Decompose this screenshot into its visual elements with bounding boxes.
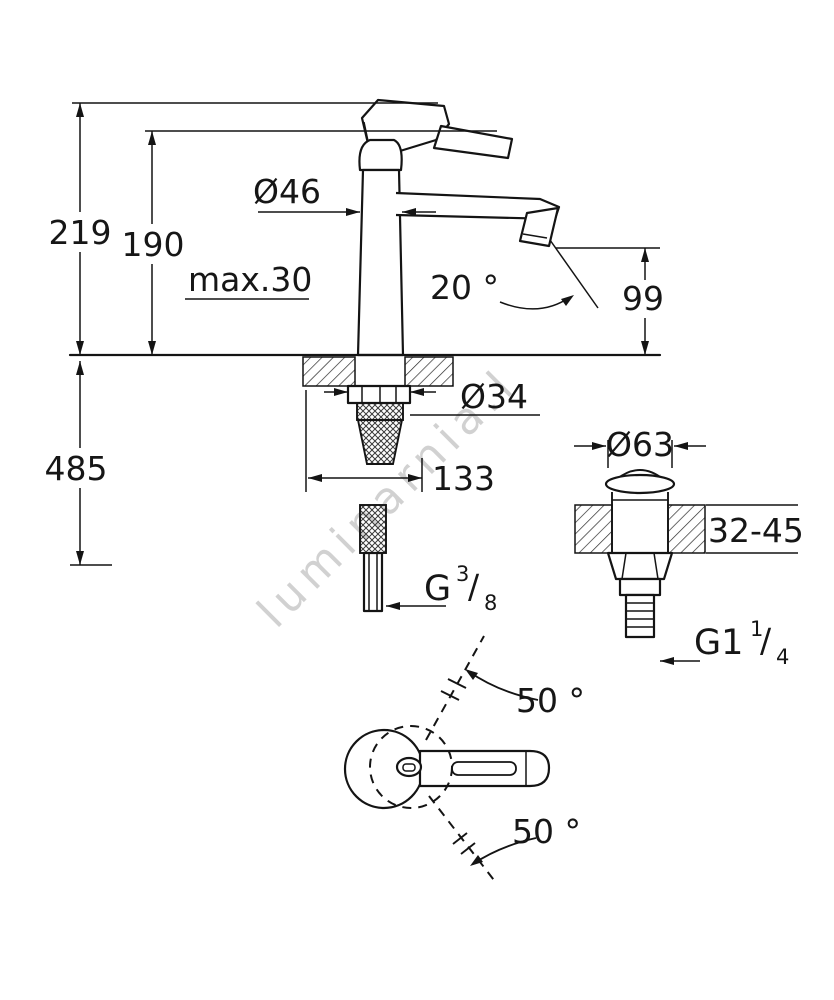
dim-projection: 133 bbox=[305, 390, 495, 498]
dim-190-label: 190 bbox=[122, 225, 185, 264]
faucet-drawing bbox=[356, 98, 561, 357]
mounting-nut bbox=[346, 384, 412, 405]
dim-hole-diameter: Ø34 bbox=[324, 377, 540, 416]
dim-485-label: 485 bbox=[45, 449, 108, 488]
dim-outlet-height: 99 bbox=[556, 247, 668, 355]
dim-133-label: 133 bbox=[432, 459, 495, 498]
angle-arrowhead bbox=[561, 295, 574, 306]
dim-50deg-up-label: 50 ° bbox=[516, 681, 585, 720]
dim-body-height: 190 bbox=[121, 130, 497, 355]
center-boss bbox=[395, 756, 423, 778]
supply-tube bbox=[362, 551, 384, 613]
tick-up bbox=[447, 678, 467, 689]
g114-slash: / bbox=[760, 621, 772, 660]
swivel-arrowhead-up bbox=[465, 669, 478, 680]
dim-32-45-label: 32-45 bbox=[708, 511, 804, 550]
deck-hatch-right bbox=[404, 356, 454, 387]
tick-down bbox=[452, 832, 468, 845]
drain-collar bbox=[618, 577, 662, 597]
dim-20deg-label: 20 ° bbox=[430, 268, 499, 307]
tick-up bbox=[440, 690, 460, 701]
g114-base: G1 bbox=[694, 623, 743, 663]
dim-total-height: 219 bbox=[48, 102, 438, 355]
swivel-envelope-circle bbox=[369, 725, 453, 809]
dim-50deg-down-label: 50 ° bbox=[512, 812, 581, 851]
dim-hose-length: 485 bbox=[44, 361, 112, 566]
supply-hose-lower bbox=[359, 504, 387, 554]
locknut-facet bbox=[653, 552, 659, 580]
dim-deck-range: 32-45 bbox=[706, 504, 804, 554]
dim-max-deck: max.30 bbox=[185, 260, 312, 300]
swivel-axis-down bbox=[428, 795, 498, 885]
drain-flange bbox=[604, 473, 676, 495]
label-mask bbox=[618, 280, 668, 318]
dim-flange-diameter: Ø63 bbox=[574, 425, 706, 468]
angle-arrow-arc bbox=[499, 296, 571, 310]
waste-thread-callout: G1 1 / 4 bbox=[660, 617, 789, 669]
g38-denominator: 8 bbox=[484, 591, 497, 615]
supply-thread-callout: G 3 / 8 bbox=[386, 562, 497, 615]
drain-deck-hatch-right bbox=[667, 504, 706, 554]
angle-reference-line bbox=[549, 239, 599, 309]
g38-base: G bbox=[424, 569, 451, 609]
center-slot bbox=[402, 763, 416, 772]
outlet-face-line bbox=[522, 233, 548, 239]
handle-plan bbox=[418, 749, 551, 788]
dim-body-diameter: Ø46 bbox=[253, 172, 436, 216]
dim-d46-label: Ø46 bbox=[253, 172, 321, 211]
dim-219-label: 219 bbox=[49, 213, 112, 252]
g114-denominator: 4 bbox=[776, 645, 789, 669]
label-mask bbox=[44, 448, 108, 488]
drain-view: Ø63 32-45 G1 1 bbox=[574, 425, 804, 669]
dim-max30-label: max.30 bbox=[188, 260, 312, 299]
drain-drawing bbox=[574, 469, 706, 639]
drain-deck-hatch-left bbox=[574, 504, 613, 554]
cartridge-housing bbox=[358, 138, 403, 172]
threaded-shank bbox=[356, 402, 404, 421]
locknut-facet bbox=[621, 552, 627, 580]
g38-slash: / bbox=[468, 567, 480, 606]
drain-locknut bbox=[606, 551, 674, 581]
tick-down bbox=[460, 842, 476, 855]
drain-tailpiece bbox=[624, 593, 656, 639]
lever-grip bbox=[432, 124, 514, 160]
dim-99-label: 99 bbox=[622, 279, 664, 318]
g38-numerator: 3 bbox=[456, 562, 469, 586]
label-mask bbox=[48, 212, 112, 252]
supply-hose-upper bbox=[356, 419, 404, 465]
swivel-axis-up bbox=[425, 635, 485, 741]
g114-numerator: 1 bbox=[750, 617, 763, 641]
deck-hatch-left bbox=[302, 356, 356, 387]
dim-d63-label: Ø63 bbox=[606, 425, 674, 464]
dim-d34-label: Ø34 bbox=[460, 377, 528, 416]
spout-arm bbox=[395, 191, 561, 221]
dim-spout-angle: 20 ° bbox=[430, 239, 599, 310]
top-view: 50 ° 50 ° bbox=[343, 635, 585, 885]
side-view: 219 190 Ø46 max.30 20 ° bbox=[44, 98, 668, 615]
swivel-arrowhead-down bbox=[470, 855, 483, 866]
counter-section bbox=[68, 353, 662, 613]
spout-outlet bbox=[518, 206, 560, 248]
label-mask bbox=[121, 224, 185, 264]
